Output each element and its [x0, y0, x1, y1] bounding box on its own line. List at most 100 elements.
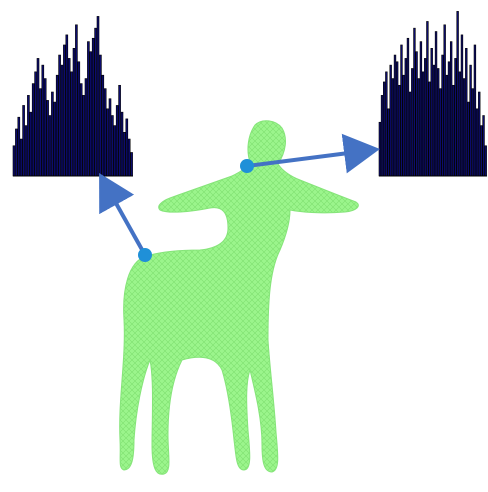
histogram-right-bar	[411, 68, 414, 177]
histogram-right-bar	[445, 74, 449, 177]
histogram-right-bar	[404, 58, 407, 177]
histogram-right-bar	[408, 91, 412, 177]
histogram-left-bar	[101, 74, 105, 177]
histogram-right-bar	[469, 64, 472, 177]
histogram-right-bar	[383, 81, 386, 177]
histogram-right-bar	[424, 58, 427, 177]
histogram-right-bar	[452, 84, 455, 177]
histogram-right-bar	[454, 58, 457, 177]
histogram-left-bar	[34, 71, 37, 177]
histogram-left-bar	[12, 145, 16, 177]
histogram-right-bar	[465, 48, 468, 177]
histogram-left-bar	[27, 95, 30, 177]
histogram-right-bar	[415, 51, 418, 177]
histogram-left-bar	[48, 115, 52, 177]
histogram-left-bar	[24, 125, 28, 177]
arrows	[99, 133, 380, 256]
histogram-right-bar	[432, 64, 436, 177]
histogram-right-bar	[484, 145, 487, 177]
histogram-right-bar	[400, 44, 403, 177]
histogram-right-bar	[417, 78, 420, 177]
histogram-left-bar	[70, 71, 73, 177]
histogram-left-bar	[96, 16, 100, 177]
histogram-left-bar	[77, 61, 81, 177]
histogram-right-bar	[467, 101, 470, 177]
histogram-left-bar	[108, 98, 112, 177]
histogram-right-bar	[471, 88, 474, 177]
histogram-right-bar	[385, 71, 388, 177]
histogram-right-bar	[419, 41, 423, 177]
histogram-right-bar	[421, 71, 425, 177]
histogram-right-bar	[449, 41, 453, 177]
histogram-right-bar	[428, 81, 431, 177]
histogram-left-bar	[39, 88, 42, 177]
histogram-left-bar	[106, 108, 109, 177]
keypoint-horse-body	[138, 248, 152, 262]
histogram-left-bar	[58, 54, 61, 177]
histogram-right-bar	[406, 37, 410, 177]
arrow-human-shoulder-to-right	[246, 133, 380, 174]
histogram-right-bar	[402, 74, 405, 177]
histogram-left-bar	[127, 138, 131, 177]
histogram-right-bar	[434, 31, 438, 177]
histogram-left-bar	[53, 101, 57, 177]
histogram-left-bar	[36, 58, 40, 177]
histogram-left-bar	[43, 78, 47, 177]
histogram-right-bar	[443, 24, 446, 177]
histogram-right-bar	[378, 121, 382, 177]
histogram-right-bar	[460, 34, 464, 177]
histogram-left-bar	[67, 58, 71, 177]
histogram-right-bar	[475, 108, 479, 177]
histogram-right-bar	[387, 108, 390, 177]
keypoint-human-shoulder	[240, 159, 254, 173]
histogram-left-bar	[29, 111, 33, 177]
histogram-left-bar	[125, 118, 129, 177]
histogram-left-bar	[79, 83, 83, 177]
histogram-left-bar	[15, 128, 18, 177]
histogram-right-bar	[391, 78, 395, 177]
histogram-left-bar	[65, 34, 69, 177]
histogram-left-bar	[63, 44, 66, 177]
histogram-left-bar	[99, 54, 102, 177]
histogram-left-bar	[118, 84, 121, 177]
histogram-right-bar	[439, 88, 442, 177]
histogram-left-bar	[103, 88, 107, 177]
histogram-right-bar	[480, 125, 483, 177]
histogram-right-bar	[456, 11, 459, 177]
histogram-left-bar	[94, 27, 97, 177]
histogram-left-bar	[84, 78, 88, 177]
histogram-left-bar	[17, 116, 21, 177]
histogram-left-bar	[22, 105, 25, 177]
histogram-left-bar	[41, 64, 45, 177]
histogram-left-bar	[113, 125, 117, 177]
histogram-right	[378, 11, 487, 177]
histogram-right-bar	[473, 44, 477, 177]
histogram-left-bar	[120, 111, 124, 177]
histogram-left-bar	[123, 132, 126, 177]
histogram-right-bar	[413, 27, 416, 177]
histogram-left-bar	[91, 37, 95, 177]
histogram-right-bar	[393, 54, 397, 177]
histogram-left-bar	[46, 100, 49, 177]
histogram-right-bar	[462, 78, 466, 177]
histogram-left-bar	[31, 83, 35, 177]
histogram-left-bar	[130, 152, 133, 177]
histogram-left-bar	[87, 41, 90, 177]
histogram-right-bar	[482, 115, 485, 177]
histogram-left-bar	[111, 115, 114, 177]
histogram-right-bar	[395, 61, 399, 177]
histogram-right-bar	[398, 84, 401, 177]
centaur-silhouette	[119, 120, 359, 475]
histogram-right-bar	[430, 48, 433, 177]
histogram-left-bar	[55, 74, 59, 177]
histogram-left-bar	[75, 24, 78, 177]
histogram-right-bar	[441, 54, 444, 177]
histogram-right-bar	[458, 71, 461, 177]
histogram-right-bar	[380, 95, 384, 177]
histogram-left-bar	[115, 105, 119, 177]
histogram-left-bar	[19, 138, 23, 177]
histogram-left-bar	[51, 91, 54, 177]
histogram-left-bar	[72, 48, 76, 177]
